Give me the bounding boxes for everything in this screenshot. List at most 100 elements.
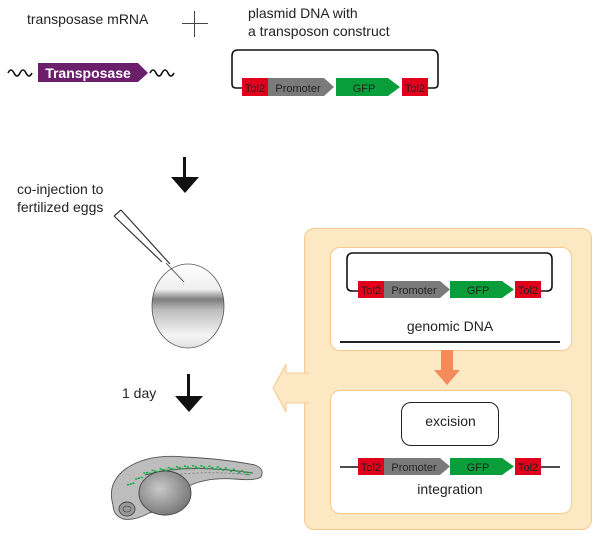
gfp-block bbox=[450, 458, 514, 475]
egg-injection-illustration bbox=[113, 209, 225, 349]
tol2-left-label: Tol2 bbox=[245, 83, 265, 95]
down-arrow-one-day bbox=[175, 374, 203, 412]
gfp-dot bbox=[249, 471, 252, 474]
zebrafish-embryo bbox=[110, 455, 263, 520]
mrna-wave-left bbox=[7, 69, 33, 77]
gfp-dot bbox=[165, 469, 168, 472]
mrna-wave-right bbox=[149, 69, 175, 77]
promoter-label: Promoter bbox=[275, 83, 321, 95]
gfp-block bbox=[450, 281, 514, 298]
tol2-left-block bbox=[358, 281, 384, 298]
plasmid-backbone bbox=[231, 49, 439, 89]
tol2-left-block bbox=[358, 458, 384, 475]
tol2-right-block bbox=[515, 458, 541, 475]
gfp-dot bbox=[143, 472, 146, 474]
promoter-label: Promoter bbox=[391, 462, 437, 474]
transposase-arrow bbox=[38, 63, 148, 82]
genomic-construct: Tol2 Promoter GFP Tol2 bbox=[346, 252, 553, 298]
plasmid-label-line2: a transposon construct bbox=[248, 23, 390, 39]
gfp-dot bbox=[200, 465, 203, 467]
gfp-label: GFP bbox=[353, 83, 376, 95]
gfp-dot bbox=[213, 468, 216, 470]
gfp-dot bbox=[181, 467, 184, 470]
tol2-right-label: Tol2 bbox=[518, 285, 538, 297]
gfp-dot bbox=[219, 467, 222, 470]
gfp-dot bbox=[224, 467, 227, 469]
gfp-expression-dots bbox=[127, 465, 252, 486]
gfp-dot bbox=[178, 466, 181, 469]
embryo-yolk bbox=[138, 470, 192, 516]
tol2-right-label: Tol2 bbox=[518, 462, 538, 474]
gfp-dot bbox=[211, 466, 214, 469]
tol2-left-block bbox=[242, 78, 268, 96]
gfp-dot bbox=[140, 476, 143, 479]
gfp-dot bbox=[137, 477, 140, 479]
gfp-dot bbox=[216, 466, 219, 468]
gfp-dot bbox=[135, 478, 138, 480]
down-arrow-injection bbox=[171, 157, 199, 193]
injection-needle bbox=[113, 209, 185, 283]
promoter-block bbox=[384, 458, 450, 475]
injection-label-line2: fertilized eggs bbox=[17, 199, 104, 215]
promoter-label: Promoter bbox=[391, 285, 437, 297]
excision-circle bbox=[401, 402, 499, 446]
panel-left-arrow bbox=[272, 364, 311, 413]
genomic-dna-label: genomic DNA bbox=[406, 318, 494, 334]
gfp-dot bbox=[194, 466, 197, 468]
gfp-dot bbox=[189, 467, 192, 470]
egg bbox=[151, 263, 225, 349]
gfp-dot bbox=[230, 470, 233, 473]
plus-sign bbox=[182, 11, 208, 37]
gfp-label: GFP bbox=[467, 462, 490, 474]
gfp-dot bbox=[243, 471, 246, 474]
gfp-dot bbox=[154, 470, 157, 472]
gfp-dot bbox=[205, 467, 208, 470]
embryo-eye bbox=[118, 501, 136, 517]
transposase-mrna: Transposase bbox=[7, 63, 175, 82]
integrated-construct: Tol2 Promoter GFP Tol2 bbox=[340, 458, 560, 475]
tol2-left-label: Tol2 bbox=[361, 285, 381, 297]
promoter-block bbox=[384, 281, 450, 298]
gfp-dot bbox=[238, 472, 241, 474]
gfp-dot bbox=[162, 468, 165, 471]
gfp-dot bbox=[156, 471, 159, 473]
integration-label: integration bbox=[417, 481, 483, 497]
gfp-dot bbox=[129, 483, 132, 485]
gfp-dot bbox=[175, 466, 178, 468]
orange-down-arrow bbox=[434, 350, 460, 385]
tol2-left-label: Tol2 bbox=[361, 462, 381, 474]
gfp-dot bbox=[186, 466, 189, 468]
gfp-dot bbox=[159, 468, 162, 470]
tol2-right-block bbox=[515, 281, 541, 298]
gfp-dot bbox=[183, 465, 187, 467]
gfp-dot bbox=[146, 471, 149, 474]
tol2-right-block bbox=[402, 78, 428, 96]
gfp-dot bbox=[170, 467, 173, 470]
plasmid-construct: Tol2 Promoter GFP Tol2 bbox=[231, 49, 439, 96]
promoter-block bbox=[268, 78, 334, 96]
gfp-dot bbox=[202, 466, 206, 468]
gfp-dot bbox=[151, 469, 154, 472]
injection-label-line1: co-injection to bbox=[17, 181, 104, 197]
genomic-backbone bbox=[346, 252, 553, 292]
transposase-mrna-label: transposase mRNA bbox=[27, 11, 149, 27]
gfp-label: GFP bbox=[467, 285, 490, 297]
gfp-block bbox=[336, 78, 400, 96]
tol2-right-label: Tol2 bbox=[405, 83, 425, 95]
one-day-label: 1 day bbox=[122, 385, 157, 401]
gfp-dot bbox=[208, 465, 211, 468]
gfp-dot bbox=[167, 466, 170, 469]
gfp-dot bbox=[227, 468, 230, 471]
gfp-dot bbox=[246, 473, 249, 476]
gfp-dot bbox=[173, 468, 176, 471]
gfp-dot bbox=[221, 469, 225, 471]
gfp-dot bbox=[240, 470, 244, 472]
gfp-dot bbox=[192, 465, 195, 467]
gfp-dot bbox=[127, 484, 130, 486]
gfp-dot bbox=[132, 482, 135, 485]
gfp-dot bbox=[232, 468, 235, 471]
gfp-dot bbox=[235, 470, 238, 472]
gfp-dot bbox=[148, 472, 151, 475]
plasmid-label-line1: plasmid DNA with bbox=[248, 5, 358, 21]
transposase-label: Transposase bbox=[45, 65, 131, 81]
